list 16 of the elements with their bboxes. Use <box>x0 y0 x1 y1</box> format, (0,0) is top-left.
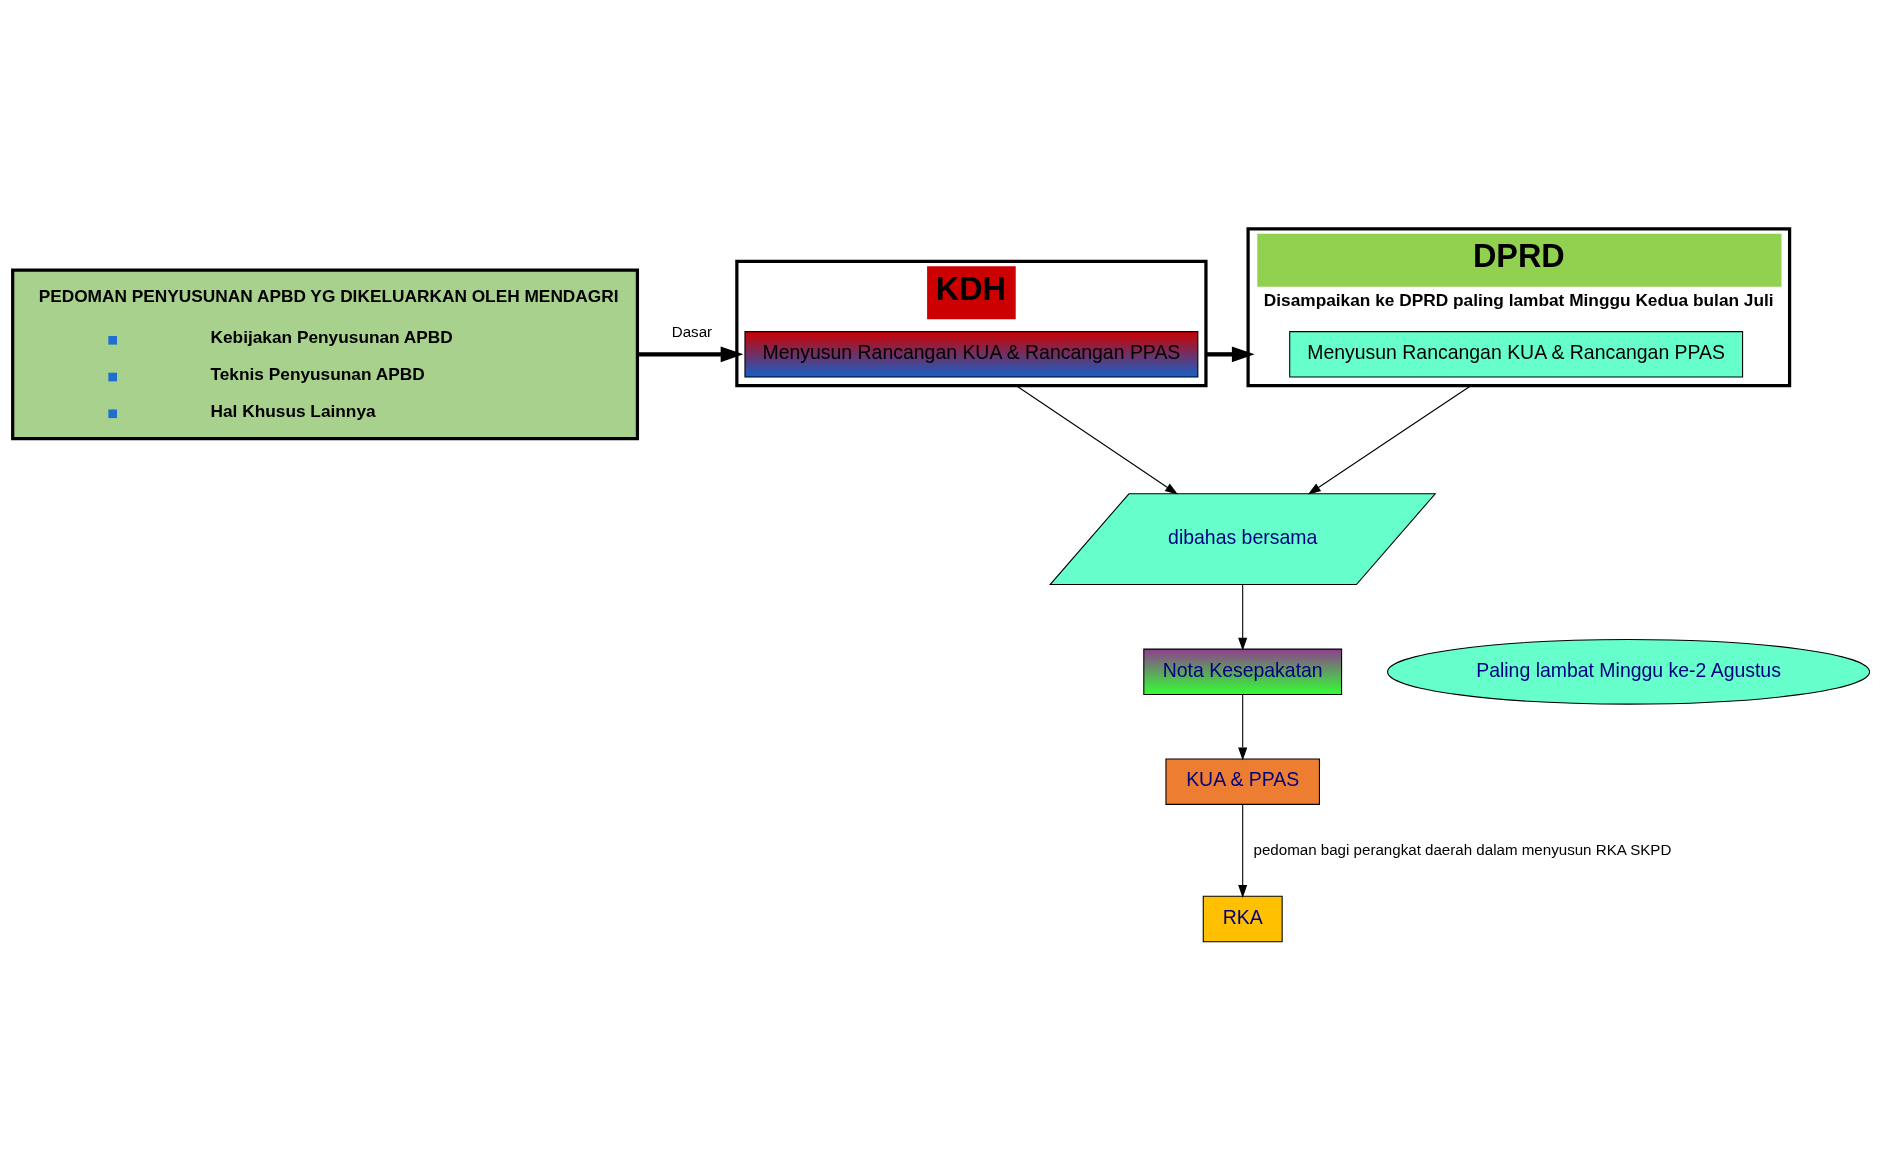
arrow <box>637 345 744 362</box>
node-box: RKA <box>1202 895 1283 942</box>
edge-label: Dasar <box>671 322 713 340</box>
node-box: KUA & PPAS <box>1165 757 1320 805</box>
node-box: PEDOMAN PENYUSUNAN APBD YG DIKELUARKAN OLEH MENDAGRI Kebijakan Penyusunan APBD Teknis Penyusunan APBD Hal Khusus Lainnya <box>11 267 640 440</box>
arrow <box>1307 384 1472 495</box>
node-ellipse: Paling lambat Minggu ke-2 Agustus <box>1387 638 1871 705</box>
edge-label: pedoman bagi perangkat daerah dalam menyusun RKA SKPD <box>1253 840 1672 858</box>
node-box: Nota Kesepakatan <box>1143 648 1343 695</box>
node-box: Menyusun Rancangan KUA & Rancangan PPAS <box>1289 330 1744 378</box>
arrow <box>1238 583 1248 651</box>
arrow <box>1015 384 1179 495</box>
node-box: Menyusun Rancangan KUA & Rancangan PPAS <box>744 330 1199 378</box>
arrow <box>1205 345 1255 362</box>
arrow <box>1238 803 1248 898</box>
arrow <box>1238 693 1248 760</box>
